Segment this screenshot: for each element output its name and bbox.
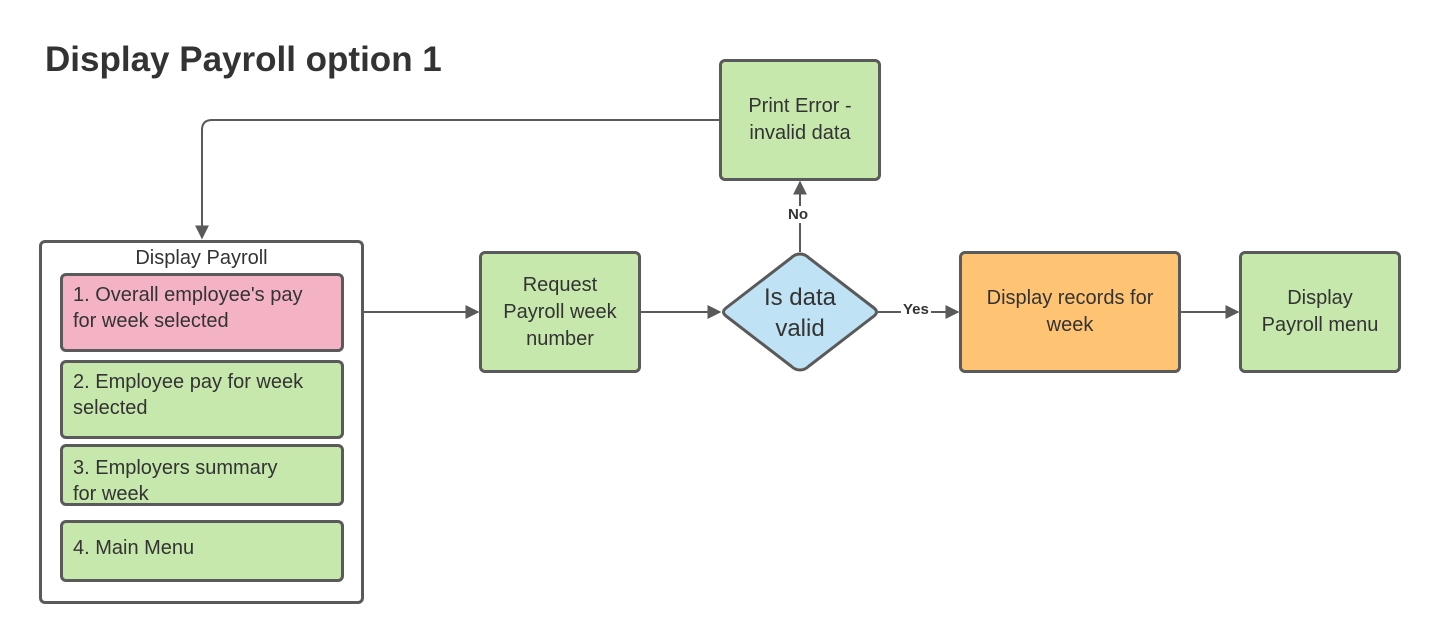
display-payroll-menu-label: Display Payroll menu — [1261, 287, 1379, 336]
decision-label: Is data valid — [763, 284, 837, 342]
menu-item-overall-pay[interactable]: 1. Overall employee's pay for week selec… — [60, 273, 344, 352]
request-week-box: Request Payroll week number — [479, 251, 641, 373]
display-records-box: Display records for week — [959, 251, 1181, 373]
menu-item-employee-pay[interactable]: 2. Employee pay for week selected — [60, 360, 344, 439]
display-payroll-menu: Display Payroll 1. Overall employee's pa… — [39, 240, 364, 604]
request-week-label: Request Payroll week number — [503, 273, 617, 350]
edge-label-yes: Yes — [901, 301, 931, 318]
menu-item-main-menu[interactable]: 4. Main Menu — [60, 520, 344, 582]
display-payroll-menu-title: Display Payroll — [135, 247, 268, 269]
edge-label-no: No — [786, 206, 810, 223]
edge-error-to-menu — [195, 119, 720, 240]
display-records-label: Display records for week — [986, 287, 1154, 336]
display-payroll-menu-box: Display Payroll menu — [1239, 251, 1401, 373]
decision-diamond — [722, 252, 878, 372]
page-title: Display Payroll option 1 — [45, 40, 442, 79]
menu-item-employers-summary[interactable]: 3. Employers summary for week — [60, 444, 344, 506]
print-error-box: Print Error - invalid data — [719, 59, 881, 181]
print-error-label: Print Error - invalid data — [748, 95, 852, 144]
